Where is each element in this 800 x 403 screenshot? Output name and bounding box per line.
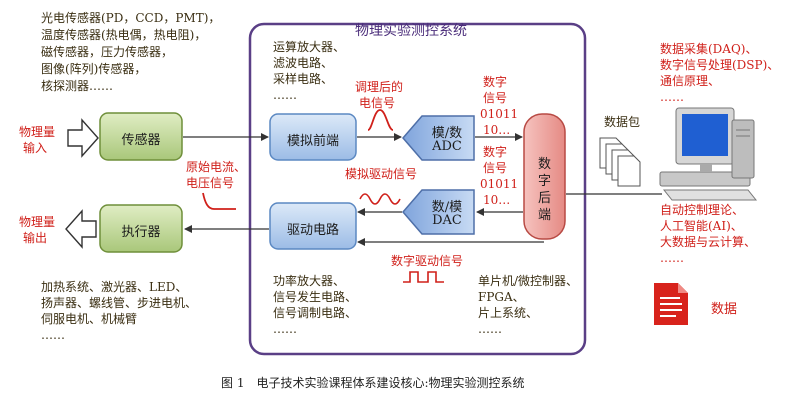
system-boundary [248, 22, 587, 356]
driver-example-2: 信号发生电路、 [273, 290, 358, 304]
raw-signal-label-2: 电压信号 [186, 176, 235, 190]
adc-block [402, 115, 475, 161]
analog-frontend-block [269, 113, 357, 161]
sensor-example-2: 温度传感器(热电偶，热电阻)， [41, 28, 207, 42]
backend-label-char-4: 端 [537, 208, 551, 223]
dac-label-line-1: 数/模 [431, 200, 463, 215]
digital-signal-up-3: 01011 [480, 107, 519, 121]
actuator-label: 执行器 [121, 225, 161, 240]
figure-caption: 图 1 电子技术实验课程体系建设核心:物理实验测控系统 [221, 376, 525, 390]
input-label-line-1: 物理量 [19, 125, 56, 139]
frontend-example-2: 滤波电路、 [273, 56, 334, 70]
pc-bottom-example-4: …… [660, 251, 684, 265]
output-label-line-2: 输出 [23, 231, 48, 245]
analog-drive-waveform [359, 193, 401, 205]
backend-label-char-3: 后 [537, 191, 551, 206]
raw-signal-label-1: 原始电流、 [186, 160, 247, 174]
data-document-icon [654, 283, 688, 325]
sensor-example-5: 核探测器…… [41, 79, 114, 93]
actuator-block [99, 204, 183, 253]
sensor-example-3: 磁传感器，压力传感器， [41, 45, 174, 59]
backend-label-char-1: 数 [537, 157, 551, 172]
driver-example-3: 信号调制电路、 [273, 306, 358, 320]
pc-top-example-3: 通信原理、 [660, 74, 721, 88]
actuator-example-1: 加热系统、激光器、LED、 [41, 280, 188, 294]
backend-example-4: …… [478, 322, 502, 336]
digital-drive-waveform [403, 271, 444, 283]
driver-example-4: …… [273, 322, 297, 336]
driver-block [269, 202, 357, 250]
conditioned-signal-waveform [367, 109, 394, 131]
frontend-example-3: 采样电路、 [273, 72, 334, 86]
sensor-label: 传感器 [121, 133, 161, 148]
pc-bottom-example-2: 人工智能(AI)、 [660, 219, 743, 233]
digital-signal-up-2: 信号 [483, 91, 508, 105]
backend-example-2: FPGA、 [478, 290, 525, 304]
raw-signal-waveform [202, 192, 236, 210]
conditioned-signal-label-1: 调理后的 [355, 80, 404, 94]
backend-example-1: 单片机/微控制器、 [478, 274, 579, 288]
digital-backend-block [523, 113, 566, 240]
pc-top-example-4: …… [660, 90, 684, 104]
sensor-example-4: 图像(阵列)传感器， [41, 62, 147, 76]
pc-top-example-2: 数字信号处理(DSP)、 [660, 58, 780, 72]
frontend-example-1: 运算放大器、 [273, 40, 346, 54]
analog-frontend-label: 模拟前端 [286, 134, 339, 149]
digital-signal-up-1: 数字 [483, 75, 508, 89]
backend-label-char-2: 字 [537, 174, 551, 189]
digital-signal-down-1: 数字 [483, 145, 508, 159]
digital-signal-down-2: 信号 [483, 161, 508, 175]
digital-signal-down-3: 01011 [480, 177, 519, 191]
pc-bottom-example-1: 自动控制理论、 [660, 203, 745, 217]
digital-signal-up-4: 10… [483, 123, 511, 137]
driver-example-1: 功率放大器、 [273, 274, 346, 288]
conditioned-signal-label-2: 电信号 [359, 96, 396, 110]
adc-label-line-2: ADC [432, 139, 462, 154]
input-label-line-2: 输入 [23, 141, 48, 155]
sensor-example-1: 光电传感器(PD，CCD，PMT)， [41, 11, 221, 25]
pc-top-example-1: 数据采集(DAQ)、 [660, 42, 758, 56]
input-arrow-icon [67, 118, 99, 158]
data-label: 数据 [711, 302, 738, 317]
data-packet-icon [599, 137, 641, 187]
system-title: 物理实验测控系统 [355, 23, 467, 39]
backend-example-3: 片上系统、 [478, 306, 539, 320]
digital-signal-down-4: 10… [483, 193, 511, 207]
actuator-example-2: 扬声器、螺线管、步进电机、 [41, 296, 198, 310]
adc-label-line-1: 模/数 [431, 126, 463, 141]
frontend-example-4: …… [273, 88, 297, 102]
actuator-example-4: …… [41, 328, 65, 342]
computer-icon [659, 107, 758, 201]
actuator-example-3: 伺服电机、机械臂 [41, 312, 138, 326]
pc-bottom-example-3: 大数据与云计算、 [660, 235, 757, 249]
output-label-line-1: 物理量 [19, 215, 56, 229]
driver-label: 驱动电路 [286, 223, 339, 238]
output-arrow-icon [65, 209, 97, 249]
data-packet-label: 数据包 [604, 115, 641, 129]
digital-drive-label: 数字驱动信号 [391, 254, 464, 268]
sensor-block [99, 112, 183, 161]
analog-drive-label: 模拟驱动信号 [345, 167, 418, 181]
dac-label-line-2: DAC [432, 213, 462, 228]
dac-block [402, 189, 475, 235]
